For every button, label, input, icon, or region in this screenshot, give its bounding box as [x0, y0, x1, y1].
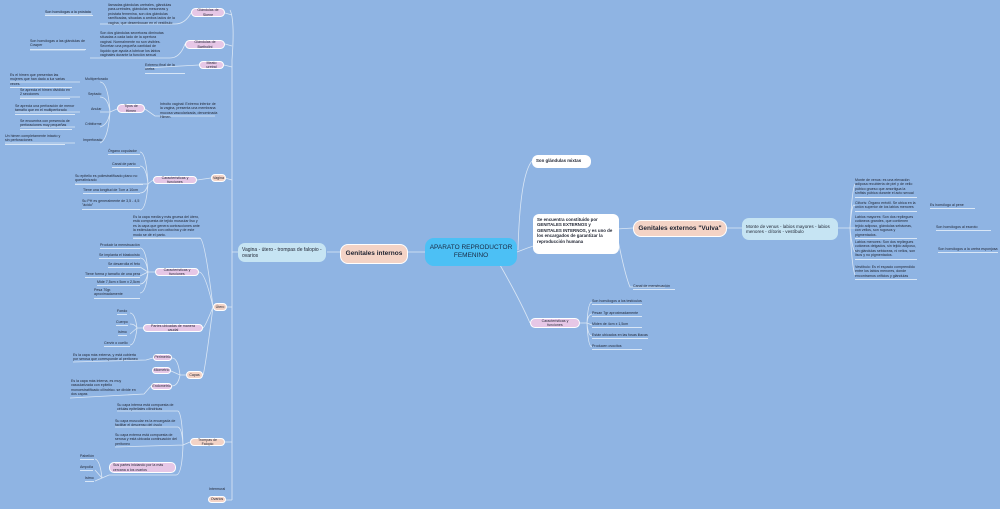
ovario-caract-node[interactable]: Características y funciones	[530, 318, 580, 328]
trompa-parte: Ampolla	[80, 465, 93, 472]
skene-node[interactable]: Glándulas de Skene	[191, 8, 225, 17]
labios-menores-note: Son homólogos a la uretra esponjosa	[938, 247, 998, 254]
parte-item: Fondo	[117, 309, 128, 316]
vagina-item: Canal de parto	[112, 162, 140, 169]
utero-item: Producir la menstruación	[100, 243, 140, 250]
ovarios-node[interactable]: Ovarios	[208, 496, 226, 503]
vestibulo-text: Vestíbulo: Es el espacio comprendido ent…	[855, 265, 917, 281]
canal-menstruacion: Canal de menstruación	[633, 284, 675, 291]
central-topic[interactable]: APARATO REPRODUCTOR FEMENINO	[425, 238, 517, 266]
bartholini-text: Son dos glándulas secretoras diminutas s…	[100, 31, 164, 58]
trompas-node[interactable]: Trompas de Falopio	[190, 438, 225, 446]
genitales-externos-node[interactable]: Genitales externos "Vulva"	[633, 220, 727, 237]
ovario-item: Miden de 4cm x 1,5cm	[592, 322, 642, 329]
ovario-item: Producen ovocitos	[592, 344, 642, 351]
constituido-node[interactable]: Se encuentra constituido por GENITALES E…	[533, 214, 619, 254]
himen-type: Septado	[88, 92, 102, 96]
endometrio-text: Es la capa más interna, es muy vasculari…	[71, 379, 136, 397]
himen-desc: Se encuentra con presencia de perforacio…	[20, 119, 72, 130]
utero-item: Se desarrolla el feto	[108, 262, 140, 269]
vagina-node[interactable]: Vagina	[211, 174, 226, 182]
bartholini-node[interactable]: Glándulas de Bartholini	[185, 40, 225, 49]
himen-desc: Se aprecia el himen dividido en 2 seccio…	[20, 88, 70, 99]
capas-node[interactable]: Capas	[186, 371, 203, 379]
trompa-parte: Istmo	[85, 476, 94, 483]
trompa-parte: Pabellón	[80, 454, 94, 461]
parte-item: Cervix o cuello	[104, 341, 130, 348]
clitoris-note: Es homólogo al pene	[930, 203, 975, 210]
parte-item: Cuerpo	[116, 320, 128, 327]
utero-item: Pesa 70gr. aproximadamente	[94, 288, 140, 299]
introito-text: Introito vaginal: Extremo inferior de la…	[160, 102, 218, 120]
himen-type: Multiperforado	[85, 77, 108, 81]
perimetrio-node[interactable]: Perimetrio	[153, 354, 172, 361]
vagina-caract-node[interactable]: Características y funciones	[153, 176, 197, 184]
ovario-item: Pesan 7gr aproximadamente	[592, 311, 642, 318]
internos-summary[interactable]: Vagina - útero - trompas de falopio - ov…	[238, 243, 326, 262]
vagina-item: Su epitelio es poliestratificado plano n…	[75, 174, 143, 185]
himen-type: Cribiforme	[85, 122, 102, 126]
skene-homolog: Son homólogas a la próstata	[45, 10, 93, 17]
utero-item: Mide 7,5cm x 5cm x 2,5cm	[97, 280, 140, 287]
himen-node[interactable]: Tipos de Himen	[117, 104, 145, 113]
himen-desc: Un himen completamente intacto y sin per…	[5, 134, 65, 145]
utero-item: Tiene forma y tamaño de una pera	[85, 272, 140, 279]
endometrio-node[interactable]: Endometrio	[151, 383, 172, 390]
himen-desc: Se aprecia una perforación de menor tama…	[15, 104, 75, 115]
himen-type: Imperforado	[83, 138, 103, 142]
vagina-item: Órgano copulador	[108, 149, 140, 156]
vagina-item: Tiene una longitud de 7cm a 10cm	[83, 188, 140, 195]
labios-menores-text: Labios menores: Son dos repliegues cután…	[855, 240, 917, 260]
glandulas-mixtas-node[interactable]: Son glándulas mixtas	[532, 155, 591, 168]
bartholini-homolog: Son homólogas a las glándulas de Cowper	[30, 39, 86, 50]
externos-summary[interactable]: Monte de venus - labios mayores - labios…	[742, 218, 838, 240]
trompa-item: Su capa muscular es la encargada de faci…	[115, 419, 176, 428]
miometrio-node[interactable]: Miometrio	[152, 367, 171, 374]
ovario-item: Están ubicados en las fosas iliacas	[592, 333, 648, 340]
partes-utero-node[interactable]: Partes ubicadas de manera caudal	[143, 324, 203, 332]
trompa-item: Su capa externa está compuesta de serosa…	[115, 433, 177, 446]
skene-text: llamadas glándulas uretrales, glándulas …	[108, 3, 175, 25]
utero-node[interactable]: Útero	[213, 303, 227, 311]
himen-type: Anular	[91, 107, 102, 111]
meato-text: Extremo final de la uretra	[145, 63, 185, 74]
trompa-item: Su capa interna está compuesta de célula…	[117, 403, 174, 412]
genitales-internos-node[interactable]: Genitales internos	[340, 244, 408, 264]
monte-venus-text: Monte de venus: es una elevación adiposa…	[855, 178, 917, 198]
parte-item: Istmo	[118, 330, 127, 337]
miometrio-text: Es la capa media y más gruesa del útero,…	[133, 215, 201, 240]
ovario-item: Son homólogos a los testículos	[592, 299, 642, 306]
clitoris-text: Clítoris: Órgano eréctil. Se ubica en la…	[855, 201, 917, 212]
utero-item: Se implanta el blastocisto	[99, 253, 140, 260]
labios-mayores-text: Labios mayores: Son dos repliegues cután…	[855, 215, 917, 240]
utero-caract-node[interactable]: Características y funciones	[155, 268, 199, 276]
vagina-item: Su PH es generalmente de 3,5 - 4,5 "ácid…	[82, 199, 140, 210]
meato-node[interactable]: Meato uretral	[199, 61, 224, 69]
trompas-partes-node[interactable]: Sus partes iniciando por la más cercana …	[109, 462, 176, 473]
intermural-label: Intermural	[209, 487, 226, 491]
labios-mayores-note: Son homólogos al escroto	[936, 225, 991, 232]
perimetrio-text: Es la capa más externa, y está cubierta …	[73, 353, 138, 362]
himen-desc: Es el himen que presentan las mujeres qu…	[10, 73, 72, 89]
